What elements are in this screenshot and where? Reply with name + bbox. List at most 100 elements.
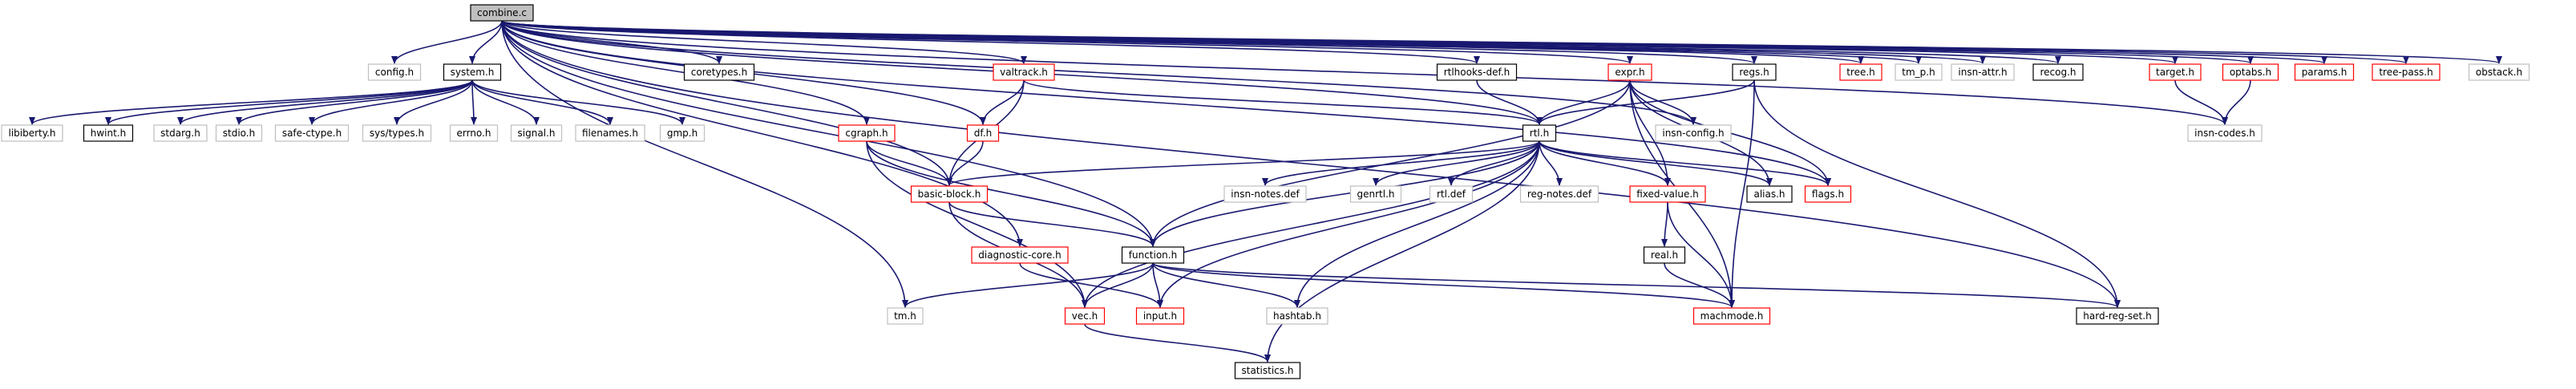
edge-regs-h-to-machmode-h xyxy=(1729,79,1755,308)
node-label: expr.h xyxy=(1615,67,1644,78)
node-gmp-h[interactable]: gmp.h xyxy=(659,124,706,142)
edge-combine-c-to-regs-h xyxy=(501,20,1757,64)
node-rtl-h[interactable]: rtl.h xyxy=(1522,124,1557,142)
node-label: params.h xyxy=(2302,67,2348,78)
node-sys-types-h[interactable]: sys/types.h xyxy=(362,124,432,142)
edge-function-h-to-input-h xyxy=(1152,262,1163,308)
edge-valtrack-h-to-rtl-h xyxy=(1023,79,1543,125)
edge-system-h-to-stdarg-h xyxy=(177,79,473,125)
edge-combine-c-to-hard-reg-set-h xyxy=(501,20,2121,308)
node-label: tree-pass.h xyxy=(2379,67,2432,78)
node-stdio-h[interactable]: stdio.h xyxy=(215,124,263,142)
node-system-h[interactable]: system.h xyxy=(443,63,502,81)
node-box xyxy=(1436,63,1518,81)
node-label: insn-codes.h xyxy=(2194,128,2255,139)
edge-system-h-to-signal-h xyxy=(471,79,540,125)
node-box xyxy=(83,124,134,142)
node-obstack-h[interactable]: obstack.h xyxy=(2468,63,2530,81)
node-flags-h[interactable]: flags.h xyxy=(1804,185,1852,203)
node-genrtl-h[interactable]: genrtl.h xyxy=(1349,185,1402,203)
edge-combine-c-to-config-h xyxy=(391,20,503,64)
node-regs-h[interactable]: regs.h xyxy=(1732,63,1777,81)
node-label: basic-block.h xyxy=(918,188,981,200)
node-statistics-h[interactable]: statistics.h xyxy=(1234,362,1301,379)
node-insn-attr-h[interactable]: insn-attr.h xyxy=(1951,63,2015,81)
node-errno-h[interactable]: errno.h xyxy=(449,124,499,142)
node-params-h[interactable]: params.h xyxy=(2294,63,2355,81)
node-libiberty-h[interactable]: libiberty.h xyxy=(1,124,63,142)
node-label: reg-notes.def xyxy=(1527,188,1592,200)
node-signal-h[interactable]: signal.h xyxy=(510,124,563,142)
node-diagnostic-core-h[interactable]: diagnostic-core.h xyxy=(971,246,1069,264)
node-box xyxy=(1643,246,1686,264)
node-filenames-h[interactable]: filenames.h xyxy=(575,124,645,142)
node-coretypes-h[interactable]: coretypes.h xyxy=(683,63,755,81)
edge-diagnostic-core-h-to-input-h xyxy=(1019,262,1163,308)
edge-rtl-h-to-vec-h xyxy=(1082,140,1540,308)
node-label: stdio.h xyxy=(223,128,255,139)
edge-system-h-to-errno-h xyxy=(470,79,477,125)
node-cgraph-h[interactable]: cgraph.h xyxy=(838,124,896,142)
node-safe-ctype-h[interactable]: safe-ctype.h xyxy=(274,124,350,142)
edge-combine-c-to-valtrack-h xyxy=(501,20,1027,64)
node-target-h[interactable]: target.h xyxy=(2149,63,2202,81)
node-input-h[interactable]: input.h xyxy=(1135,307,1185,325)
node-alias-h[interactable]: alias.h xyxy=(1746,185,1793,203)
node-hashtab-h[interactable]: hashtab.h xyxy=(1266,307,1328,325)
node-expr-h[interactable]: expr.h xyxy=(1607,63,1652,81)
node-optabs-h[interactable]: optabs.h xyxy=(2222,63,2279,81)
edge-combine-c-to-obstack-h xyxy=(501,20,2502,64)
edge-combine-c-to-flags-h xyxy=(501,20,1831,186)
node-hard-reg-set-h[interactable]: hard-reg-set.h xyxy=(2076,307,2159,325)
node-tm-h[interactable]: tm.h xyxy=(887,307,924,325)
edge-cgraph-h-to-vec-h xyxy=(866,140,1088,308)
node-tm-p-h[interactable]: tm_p.h xyxy=(1895,63,1943,81)
node-recog-h[interactable]: recog.h xyxy=(2032,63,2084,81)
node-insn-config-h[interactable]: insn-config.h xyxy=(1655,124,1732,142)
node-box xyxy=(1234,362,1301,379)
node-machmode-h[interactable]: machmode.h xyxy=(1692,307,1771,325)
node-config-h[interactable]: config.h xyxy=(367,63,422,81)
node-label: combine.c xyxy=(477,7,527,18)
node-valtrack-h[interactable]: valtrack.h xyxy=(993,63,1055,81)
node-real-h[interactable]: real.h xyxy=(1643,246,1686,264)
edge-rtl-h-to-reg-notes-def xyxy=(1539,140,1563,186)
node-rtlhooks-def-h[interactable]: rtlhooks-def.h xyxy=(1436,63,1518,81)
node-insn-notes-def[interactable]: insn-notes.def xyxy=(1223,185,1307,203)
node-hwint-h[interactable]: hwint.h xyxy=(83,124,134,142)
node-rtl-def[interactable]: rtl.def xyxy=(1429,185,1474,203)
node-reg-notes-def[interactable]: reg-notes.def xyxy=(1519,185,1599,203)
node-label: rtl.def xyxy=(1437,188,1466,200)
node-stdarg-h[interactable]: stdarg.h xyxy=(153,124,208,142)
edge-system-h-to-filenames-h xyxy=(471,79,613,125)
edge-rtl-h-to-function-h xyxy=(1150,140,1540,247)
node-box xyxy=(1429,185,1474,203)
node-box xyxy=(2294,63,2355,81)
edge-rtl-h-to-flags-h xyxy=(1539,140,1831,186)
node-function-h[interactable]: function.h xyxy=(1121,246,1185,264)
node-box xyxy=(659,124,706,142)
node-basic-block-h[interactable]: basic-block.h xyxy=(910,185,989,203)
node-df-h[interactable]: df.h xyxy=(966,124,1000,142)
edge-system-h-to-libiberty-h xyxy=(29,79,473,125)
node-label: valtrack.h xyxy=(1000,67,1048,78)
edge-system-h-to-gmp-h xyxy=(471,79,685,125)
node-label: hard-reg-set.h xyxy=(2083,310,2151,322)
edge-combine-c-to-basic-block-h xyxy=(501,20,952,186)
node-box xyxy=(2187,124,2263,142)
edge-cgraph-h-to-basic-block-h xyxy=(866,140,952,186)
edge-combine-c-to-diagnostic-core-h xyxy=(501,20,1023,247)
node-fixed-value-h[interactable]: fixed-value.h xyxy=(1629,185,1706,203)
node-insn-codes-h[interactable]: insn-codes.h xyxy=(2187,124,2263,142)
node-box xyxy=(1519,185,1599,203)
node-box xyxy=(966,124,1000,142)
node-label: function.h xyxy=(1129,249,1177,261)
node-label: fixed-value.h xyxy=(1636,188,1699,200)
node-label: tm_p.h xyxy=(1902,67,1935,78)
edge-function-h-to-tm-h xyxy=(902,262,1154,308)
node-combine-c[interactable]: combine.c xyxy=(470,4,534,22)
node-box xyxy=(910,185,989,203)
node-tree-pass-h[interactable]: tree-pass.h xyxy=(2372,63,2441,81)
node-tree-h[interactable]: tree.h xyxy=(1839,63,1882,81)
node-vec-h[interactable]: vec.h xyxy=(1064,307,1106,325)
